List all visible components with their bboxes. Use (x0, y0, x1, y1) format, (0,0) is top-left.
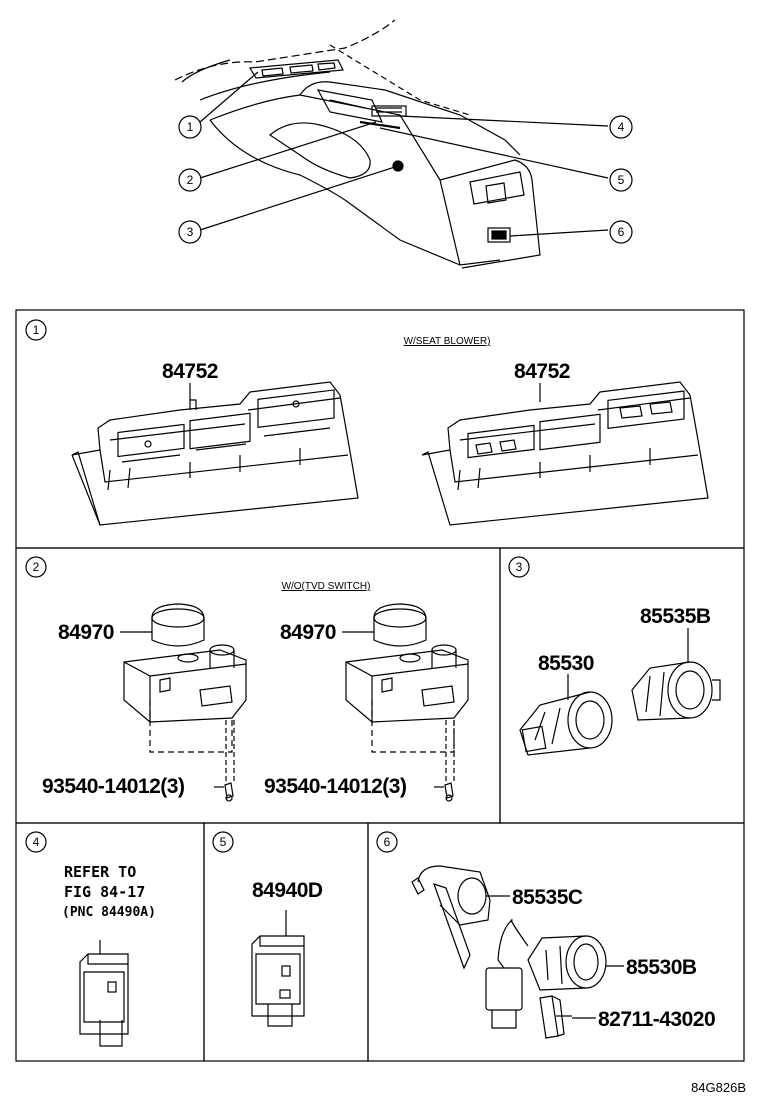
part-number-84970-a: 84970 (58, 621, 114, 644)
switch-assembly-right (421, 381, 709, 526)
callout-3: 3 (187, 225, 194, 239)
callout-1: 1 (187, 120, 194, 134)
panel-6-index: 6 (384, 835, 391, 849)
panel-1-index: 1 (33, 323, 40, 337)
socket-85530B (485, 919, 607, 1029)
part-number-84752-a: 84752 (162, 360, 218, 383)
socket-85535C (411, 865, 491, 970)
callout-6: 6 (618, 225, 625, 239)
screw-number-a: 93540-14012(3) (42, 775, 184, 798)
part-number-85535C: 85535C (512, 886, 583, 909)
part-number-84752-b: 84752 (514, 360, 570, 383)
figure-code: 84G826B (691, 1080, 746, 1095)
part-number-82711-43020: 82711-43020 (598, 1008, 715, 1031)
switch-84940D (251, 910, 305, 1027)
refer-line-3: (PNC 84490A) (62, 905, 156, 920)
panel-4-index: 4 (33, 835, 40, 849)
switch-assembly-left (71, 381, 359, 526)
part-number-85530: 85530 (538, 652, 594, 675)
socket-85530 (519, 691, 613, 756)
refer-line-1: REFER TO (64, 863, 136, 881)
panel-2-index: 2 (33, 560, 40, 574)
console-overview (174, 19, 633, 269)
tvd-switch-right (345, 603, 469, 802)
socket-85535B (631, 661, 721, 721)
tvd-switch-left (123, 603, 247, 802)
part-number-85530B: 85530B (626, 956, 697, 979)
callout-4: 4 (618, 120, 625, 134)
switch-84490A (79, 940, 129, 1047)
screw-number-b: 93540-14012(3) (264, 775, 406, 798)
panel-2-note: W/O(TVD SWITCH) (282, 581, 371, 592)
callout-5: 5 (618, 173, 625, 187)
panel-1-note: W/SEAT BLOWER) (404, 336, 491, 347)
refer-line-2: FIG 84-17 (64, 883, 145, 901)
part-number-84970-b: 84970 (280, 621, 336, 644)
part-number-85535B: 85535B (640, 605, 711, 628)
panel-5-index: 5 (220, 835, 227, 849)
part-number-84940D: 84940D (252, 879, 323, 902)
callout-2: 2 (187, 173, 194, 187)
fuse-82711-43020 (539, 995, 572, 1039)
panel-frames (15, 309, 745, 1062)
panel-3-index: 3 (516, 560, 523, 574)
